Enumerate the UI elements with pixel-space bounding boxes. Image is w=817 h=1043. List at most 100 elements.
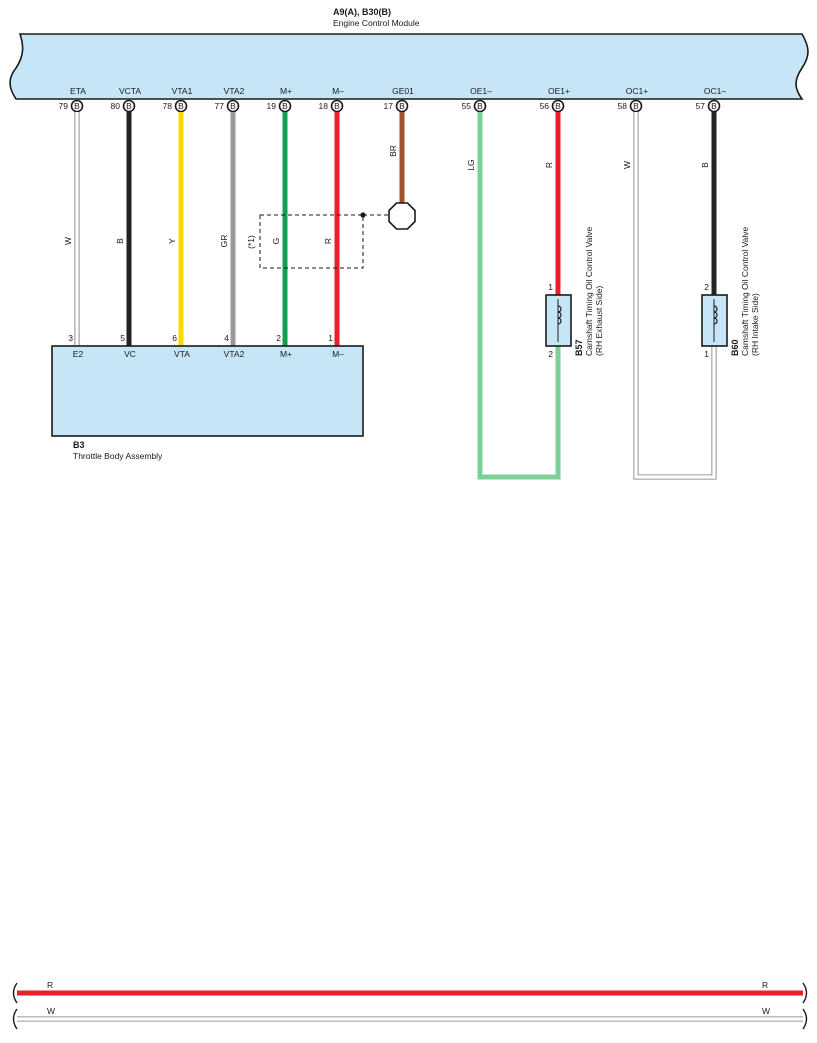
b57-pin-bottom: 2 — [548, 349, 553, 359]
pin-connector — [278, 99, 292, 113]
wire-oe1-minus-lightgreen — [477, 112, 561, 480]
throttle-pin-label: VTA — [174, 349, 190, 359]
ecm-pins: ETA 79 B VCTA 80 B VTA1 78 B VTA2 77 B M… — [59, 86, 726, 113]
pin-connector — [330, 99, 344, 113]
ecm-name: Engine Control Module — [333, 18, 420, 28]
pin-label: VCTA — [119, 86, 141, 96]
pin-number: 79 — [59, 101, 69, 111]
legend-red-label-left: R — [47, 980, 53, 990]
connector-letter: B — [74, 101, 80, 111]
wire-label: BR — [388, 145, 398, 157]
pin-connector — [122, 99, 136, 113]
connector-letter: B — [633, 101, 639, 111]
coil-icon — [557, 305, 562, 325]
shield-dashed-box — [259, 214, 364, 269]
b57-name-line1: Camshaft Timing Oil Control Valve — [584, 226, 594, 356]
ecm-code: A9(A), B30(B) — [333, 7, 391, 17]
pin-connector — [395, 99, 409, 113]
ground-symbol-icon — [388, 202, 416, 230]
wire-label: W — [63, 237, 73, 245]
throttle-pin-number: 5 — [120, 333, 125, 343]
b57-pin-top: 1 — [548, 282, 553, 292]
pin-label: GE01 — [392, 86, 414, 96]
pin-number: 77 — [215, 101, 225, 111]
pin-connector — [473, 99, 487, 113]
pin-connector — [226, 99, 240, 113]
b60-name-line1: Camshaft Timing Oil Control Valve — [740, 226, 750, 356]
ecm-pin-oe1-minus: OE1– 55 B — [462, 86, 492, 113]
ecm-pin-vcta: VCTA 80 B — [111, 86, 141, 113]
wire-label: R — [544, 162, 554, 168]
wire-label: LG — [466, 159, 476, 170]
connector-letter: B — [282, 101, 288, 111]
throttle-pins: 3 E2 5 VC 6 VTA 4 VTA2 2 M+ 1 M– — [68, 333, 344, 359]
throttle-pin-label: VC — [124, 349, 136, 359]
legend-white-label-left: W — [47, 1006, 55, 1016]
pin-label: OE1– — [470, 86, 492, 96]
pin-number: 58 — [618, 101, 628, 111]
b57-code: B57 — [574, 339, 584, 356]
wire-label: R — [323, 238, 333, 244]
b60-pin-bottom: 1 — [704, 349, 709, 359]
throttle-pin-label: M– — [332, 349, 344, 359]
pin-label: M– — [332, 86, 344, 96]
shield-junction-dot — [360, 212, 366, 218]
legend-white-label-right: W — [762, 1006, 770, 1016]
b57-valve: 1 2 B57 Camshaft Timing Oil Control Valv… — [545, 226, 604, 359]
ecm-pin-m-plus: M+ 19 B — [267, 86, 292, 113]
b60-valve: 2 1 B60 Camshaft Timing Oil Control Valv… — [701, 226, 760, 359]
throttle-body-box — [51, 345, 364, 437]
wire-label: Y — [167, 238, 177, 244]
throttle-pin-label: M+ — [280, 349, 292, 359]
shield-note: (*1) — [246, 235, 256, 249]
ecm-pin-oe1-plus: OE1+ 56 B — [540, 86, 570, 113]
legend-red-label-right: R — [762, 980, 768, 990]
connector-letter: B — [178, 101, 184, 111]
pin-connector — [551, 99, 565, 113]
ecm-pin-vta1: VTA1 78 B — [163, 86, 193, 113]
throttle-pin-number: 3 — [68, 333, 73, 343]
legend-red-wire: R R — [12, 980, 808, 1004]
ecm-pin-m-minus: M– 18 B — [319, 86, 344, 113]
ecm-pin-oc1-minus: OC1– 57 B — [696, 86, 726, 113]
pin-connector — [70, 99, 84, 113]
pin-label: VTA1 — [172, 86, 193, 96]
throttle-pin-label: VTA2 — [224, 349, 245, 359]
ecm-pin-eta: ETA 79 B — [59, 86, 86, 113]
connector-letter: B — [230, 101, 236, 111]
wire-label: W — [622, 161, 632, 169]
pin-number: 78 — [163, 101, 173, 111]
wire-label: GR — [219, 235, 229, 248]
ecm-pin-oc1-plus: OC1+ 58 B — [618, 86, 648, 113]
pin-label: ETA — [70, 86, 86, 96]
connector-letter: B — [126, 101, 132, 111]
pin-number: 19 — [267, 101, 277, 111]
throttle-code: B3 — [73, 440, 85, 450]
throttle-pin-label: E2 — [73, 349, 84, 359]
wire-label: G — [271, 238, 281, 245]
pin-number: 80 — [111, 101, 121, 111]
pin-number: 57 — [696, 101, 706, 111]
throttle-pin-number: 1 — [328, 333, 333, 343]
b60-pin-top: 2 — [704, 282, 709, 292]
throttle-name: Throttle Body Assembly — [73, 451, 163, 461]
pin-label: OC1+ — [626, 86, 648, 96]
pin-label: OC1– — [704, 86, 726, 96]
connector-letter: B — [711, 101, 717, 111]
throttle-pin-number: 6 — [172, 333, 177, 343]
coil-icon — [713, 305, 718, 325]
throttle-pin-number: 4 — [224, 333, 229, 343]
wire-label: B — [115, 238, 125, 244]
pin-connector — [629, 99, 643, 113]
pin-number: 56 — [540, 101, 550, 111]
pin-label: VTA2 — [224, 86, 245, 96]
wire-label: B — [700, 162, 710, 168]
connector-letter: B — [555, 101, 561, 111]
connector-letter: B — [334, 101, 340, 111]
pin-connector — [707, 99, 721, 113]
wire-oc1-plus-white — [633, 112, 717, 480]
connector-letter: B — [477, 101, 483, 111]
b60-code: B60 — [730, 339, 740, 356]
pin-number: 18 — [319, 101, 329, 111]
